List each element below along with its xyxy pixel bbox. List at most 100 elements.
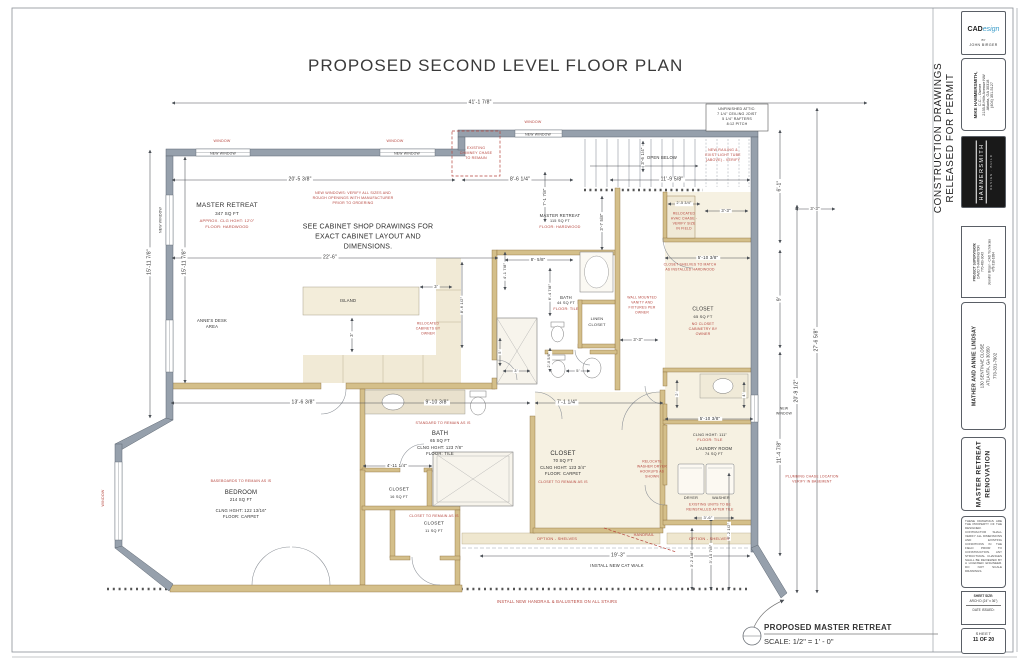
disclaimer-box: THESE DRAWINGS ARE THE PROPERTY OF THE D…: [961, 516, 1006, 588]
plan-label: WASHER: [712, 496, 730, 501]
plan-label: 65 SQ FT: [693, 314, 713, 319]
plan-label: CHIMNEY CHASE: [459, 151, 493, 156]
plan-label: 2'-0 5/8": [547, 351, 552, 369]
plan-label: 6'-1": [776, 179, 783, 193]
plan-label: 74 SQ FT: [704, 452, 724, 457]
plan-label: 214 SQ FT: [229, 496, 253, 502]
plan-label: 347 SQ FT: [215, 210, 239, 216]
plan-label: 11 SQ FT: [425, 529, 443, 534]
plan-label: 3'-6 1/4": [639, 145, 646, 167]
plan-label: NO CLOSET: [691, 322, 715, 327]
plan-label: NEW WINDOWS: VERIFY ALL SIZES AND: [315, 191, 391, 196]
designer-contact-box: MIKE HAMMERSMITH, C.C. - Owner 2135-B Hi…: [961, 58, 1006, 131]
plan-label: RELOCATED: [416, 321, 440, 326]
plan-label: MASTER RETREAT: [539, 212, 581, 218]
plan-label: OPTION - SHELVES: [536, 536, 578, 541]
plan-label: 5 1/4" RAFTERS: [722, 117, 752, 122]
plan-label: ROUGH OPENINGS WITH MANUFACTURER: [312, 196, 394, 201]
plan-label: 5'-10 3/8": [698, 415, 722, 422]
plan-label: UNFINISHED ATTIC:: [718, 107, 756, 112]
firm-logo-box: HAMMERSMITH DESIGN · BUILD: [961, 136, 1006, 208]
plan-label: 11'-4 7/8": [776, 439, 783, 465]
plan-label: SHOWN: [645, 474, 659, 479]
plan-label: INSTALL NEW HANDRAIL & BALUSTERS ON ALL …: [496, 598, 618, 604]
plan-label: 3': [348, 331, 355, 339]
plan-label: FLOOR: TILE: [426, 450, 454, 456]
plan-label: TO REMAIN: [465, 156, 487, 161]
plan-label: FLOOR: HARDWOOD: [539, 225, 581, 230]
plan-label: EXISTING: [466, 146, 486, 151]
drawing-title-bubble: [742, 599, 938, 646]
plan-label: LINEN: [590, 316, 604, 321]
plan-label: 3'-3": [808, 205, 822, 212]
plan-label: 9': [776, 295, 783, 303]
plan-label: CLOSET: [423, 521, 445, 527]
plan-label: 8:12 PITCH: [726, 122, 748, 127]
sheet-number-box: SHEET 11 OF 20: [961, 628, 1006, 654]
plan-label: FLOOR: TILE: [697, 438, 723, 443]
project-box: MASTER RETREAT RENOVATION: [961, 437, 1006, 511]
plan-label: CABINETS BY: [415, 326, 441, 331]
plan-label: EXISTING UNITS TO BE: [689, 502, 731, 507]
plan-label: CLOSET: [588, 322, 606, 327]
plan-label: CLOSET SHELVES TO MATCH: [663, 262, 717, 267]
plan-label: WINDOW: [101, 489, 106, 507]
plan-label: 15'-11 7/8": [146, 247, 153, 277]
sheet-border: [11, 7, 1018, 658]
toilet: [551, 325, 564, 343]
page-title: PROPOSED SECOND LEVEL FLOOR PLAN: [308, 56, 684, 75]
plan-label: 4': [741, 391, 746, 399]
stamp-line2: RELEASED FOR PERMIT: [945, 73, 956, 203]
plan-label: 6'-4 7/8": [547, 282, 552, 302]
plan-label: 5': [574, 368, 582, 373]
client-box: MATHER AND ANNIE LINDSAY 130 SENTINAE CL…: [961, 302, 1006, 430]
plan-label: NEW WINDOW: [525, 131, 551, 136]
plan-label: 7'-1 7/8": [541, 186, 548, 208]
plan-label: DIMENSIONS.: [343, 243, 393, 251]
plan-label: AREA: [205, 323, 219, 329]
plan-label: 2'-5 3/4": [675, 201, 693, 206]
sink: [582, 357, 602, 379]
plan-label: WALL MOUNTED: [627, 295, 657, 300]
plan-label: CLOSET: [388, 487, 410, 493]
plan-label: 15'-11 7/8": [181, 247, 188, 277]
plan-label: 22'-6": [321, 254, 339, 261]
room-fills: [302, 192, 752, 545]
plan-label: 8'- 5/8": [529, 256, 547, 263]
firm-logo: HAMMERSMITH: [975, 140, 987, 204]
disclaimer-text: THESE DRAWINGS ARE THE PROPERTY OF THE D…: [965, 518, 1002, 574]
plan-label: EXIST LIGHT TUBE: [705, 153, 741, 158]
window-glazing-lines: [118, 133, 755, 540]
plan-label: 3'-2 1/8": [689, 549, 694, 569]
plan-label: CLNG HGHT: 123 3/4": [540, 464, 586, 470]
plan-label: FLOOR: HARDWOOD: [205, 224, 249, 229]
plan-label: APPROX. CLG HGHT: 12'0": [199, 218, 255, 223]
plan-label: CLNG HGHT: 111": [692, 433, 728, 438]
plan-label: 19'-3": [609, 552, 627, 559]
plan-label: PLUMBING CHASE LOCATION: [785, 474, 839, 479]
plan-label: PRIOR TO ORDERING: [332, 201, 374, 206]
plan-label: CLOSET TO REMAIN AS IS: [409, 514, 459, 519]
stamp-line1: CONSTRUCTION DRAWINGS: [933, 62, 944, 214]
plan-label: 27'-6 5/8": [813, 326, 820, 354]
plan-label: 70 SQ FT: [553, 457, 573, 463]
drawing-title: PROPOSED MASTER RETREAT: [764, 623, 892, 632]
drawing-scale: SCALE: 1/2" = 1' - 0": [764, 637, 834, 646]
plan-label: WINDOW: [775, 411, 793, 416]
dryer: [677, 463, 705, 495]
plan-label: VERIFY IN BASEMENT: [792, 479, 832, 484]
plan-label: SEE CABINET SHOP DRAWINGS FOR: [302, 223, 434, 231]
plan-label: 5'-10 3/8": [696, 254, 720, 261]
plan-label: FLOOR: TILE: [553, 307, 579, 312]
plan-label: 13'-6 3/8": [289, 399, 317, 406]
plan-label: 8'-6 1/2": [459, 295, 464, 315]
plan-label: VANITY AND: [631, 300, 653, 305]
plan-label: FIXTURES PER: [628, 305, 656, 310]
plan-label: 4'-11 1/4": [385, 462, 409, 469]
plan-label: 20'-5 3/8": [286, 176, 314, 183]
plan-label: 44 SQ FT: [556, 301, 576, 306]
plan-label: FLOOR: CARPET: [544, 470, 582, 476]
plan-label: HANDRAIL: [633, 533, 655, 538]
